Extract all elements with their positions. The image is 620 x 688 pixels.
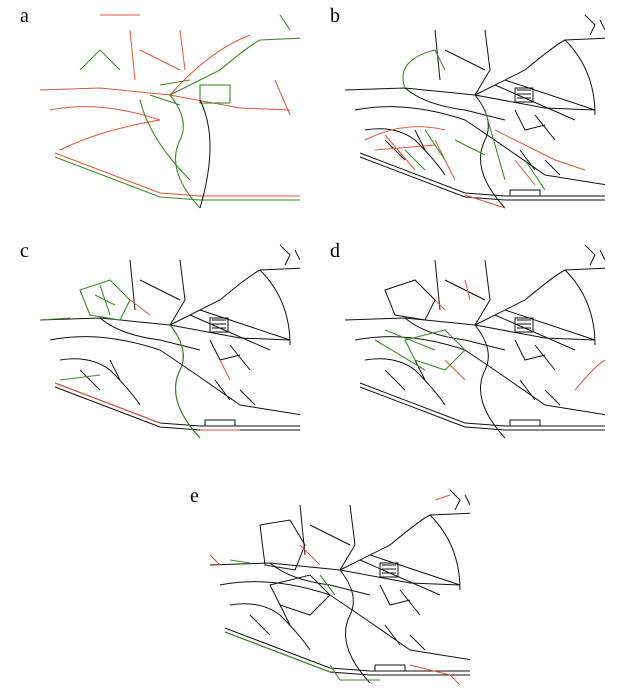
map-panel-a: [40, 10, 300, 210]
panel-label-c: c: [20, 240, 29, 262]
map-panel-c: [40, 240, 300, 440]
panel-label-d: d: [330, 240, 340, 262]
panel-label-e: e: [190, 485, 199, 507]
map-panel-d: [345, 240, 605, 440]
map-panel-e: [210, 485, 470, 685]
map-panel-b: [345, 10, 605, 210]
panel-label-a: a: [20, 5, 29, 27]
panel-label-b: b: [330, 5, 340, 27]
